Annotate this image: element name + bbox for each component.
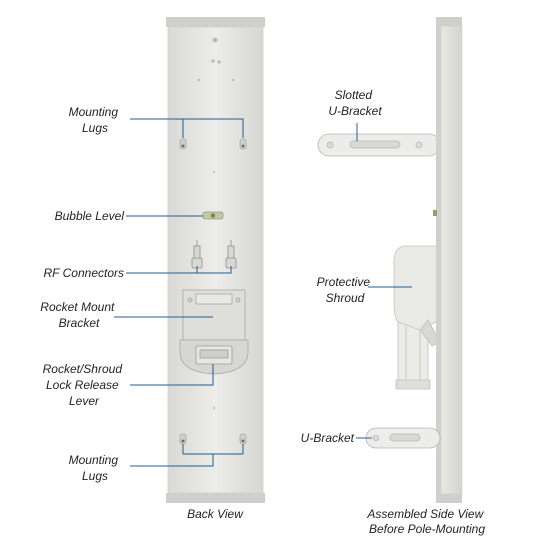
protective-shroud-icon — [393, 245, 441, 347]
leader-mounting-lugs-top — [130, 118, 244, 138]
back-view-antenna — [166, 17, 265, 503]
label-mounting-lugs-bottom: Mounting Lugs — [69, 453, 122, 483]
leader-rf-connectors — [126, 266, 232, 274]
label-u-bracket: U-Bracket — [301, 431, 355, 445]
top-logo-icon — [197, 37, 235, 82]
back-panel-bottom-cap — [166, 493, 265, 503]
side-bubble-level — [433, 210, 437, 216]
label-protective-shroud: Protective Shroud — [317, 275, 374, 305]
mounting-lug-top-right — [239, 138, 247, 150]
bubble-level-icon — [202, 211, 224, 220]
leader-lines — [114, 118, 412, 467]
slotted-u-bracket-icon — [317, 133, 441, 157]
label-rocket-mount-bracket: Rocket Mount Bracket — [40, 300, 117, 330]
back-panel-body — [167, 26, 264, 494]
side-view-antenna — [317, 17, 463, 503]
label-mounting-lugs-top: Mounting Lugs — [69, 105, 122, 135]
leader-lock-release-lever — [130, 364, 214, 386]
caption-back-view: Back View — [187, 507, 244, 521]
back-panel-top-cap — [166, 17, 265, 27]
label-rf-connectors: RF Connectors — [44, 266, 124, 280]
u-bracket-icon — [365, 427, 441, 449]
mounting-lug-bottom-right — [239, 433, 247, 445]
caption-side-view: Assembled Side View Before Pole-Mounting — [366, 507, 486, 536]
mounting-lug-bottom-left — [179, 433, 187, 445]
leader-mounting-lugs-bottom — [130, 444, 244, 467]
side-panel-radome — [440, 25, 463, 495]
mounting-lug-top-left — [179, 138, 187, 150]
rf-connectors-icon — [191, 240, 237, 269]
label-slotted-u-bracket: Slotted U-Bracket — [328, 88, 382, 118]
lock-release-lever-icon — [195, 345, 233, 365]
side-panel-bottom-cap — [436, 494, 462, 503]
label-lock-release-lever: Rocket/Shroud Lock Release Lever — [43, 362, 126, 408]
side-panel-top-cap — [436, 17, 462, 26]
side-panel-back — [436, 26, 441, 494]
label-bubble-level: Bubble Level — [55, 209, 125, 223]
